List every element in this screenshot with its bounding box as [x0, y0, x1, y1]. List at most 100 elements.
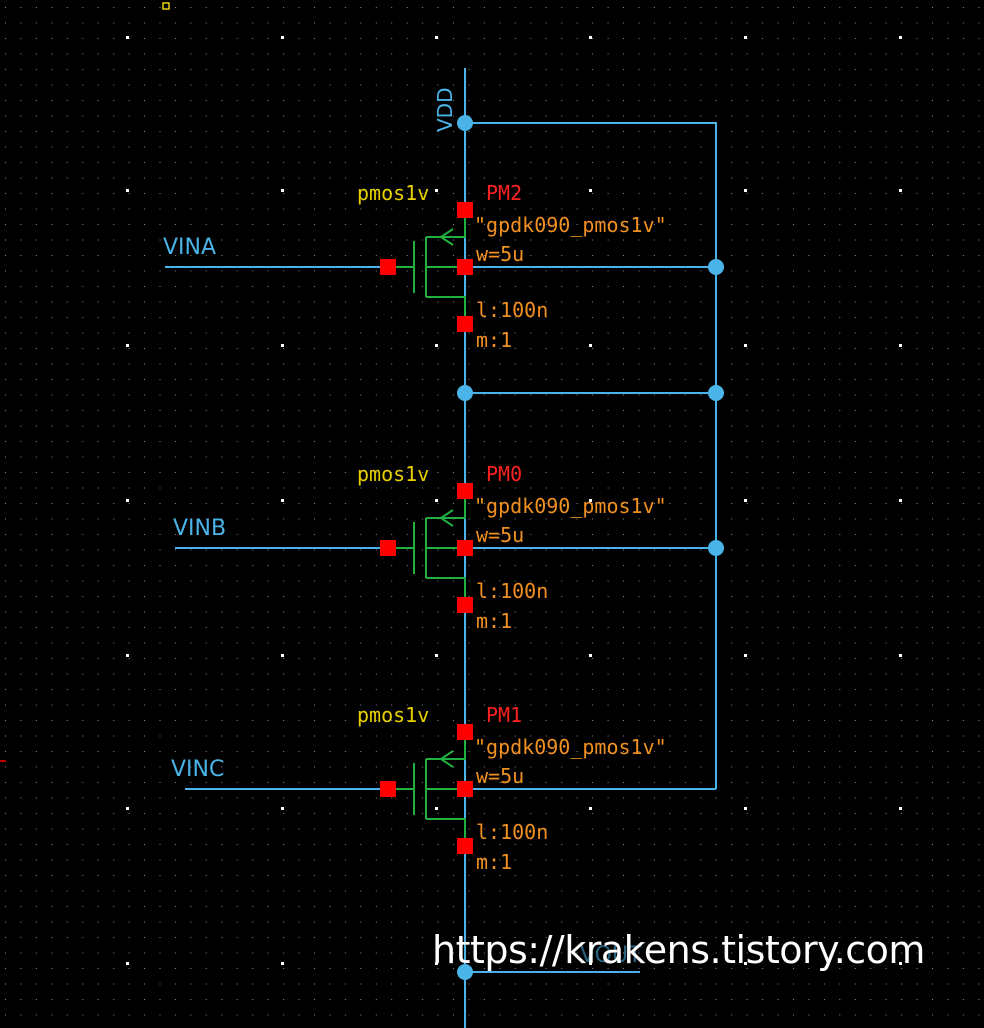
grid-major-dot [899, 807, 902, 810]
grid-major-dot [899, 36, 902, 39]
origin-marker [162, 2, 170, 10]
drain-lead [426, 818, 466, 846]
grid-major-dot [126, 344, 129, 347]
wires [165, 68, 717, 1028]
grid-major-dot [744, 36, 747, 39]
instance-name-label: PM0 [486, 462, 522, 486]
grid-major-dot [435, 962, 438, 965]
grid-major-dot [589, 962, 592, 965]
grid-major-dot [126, 189, 129, 192]
instance-name-label: PM2 [486, 181, 522, 205]
pmos-transistor: pmos1v PM0 "gpdk090_pmos1v" w=5u l:100n m:1 [357, 462, 667, 633]
grid-major-dot [435, 344, 438, 347]
mult-label: m:1 [476, 850, 512, 874]
junction-mid-right [708, 385, 724, 401]
drain-lead [426, 296, 466, 324]
net-label-vinb: VINB [173, 516, 226, 541]
grid-major-dot [126, 499, 129, 502]
grid-major-dot [435, 654, 438, 657]
source-arrow [439, 750, 454, 768]
length-label: l:100n [476, 579, 548, 603]
drain-pin [457, 316, 473, 332]
grid-major-dot [126, 807, 129, 810]
grid-major-dot [899, 962, 902, 965]
gate-pin [380, 781, 396, 797]
junctions [457, 115, 724, 980]
grid-major-dot [589, 654, 592, 657]
grid-dots [5, 7, 980, 1016]
drain-pin [457, 597, 473, 613]
mult-label: m:1 [476, 328, 512, 352]
grid-major-dot [744, 189, 747, 192]
length-label: l:100n [476, 298, 548, 322]
bulk-pin [457, 540, 473, 556]
grid-major-dot [899, 499, 902, 502]
junction-mid-left [457, 385, 473, 401]
junction-pm0-body [708, 540, 724, 556]
grid-major-dot [589, 344, 592, 347]
grid-major-dot [899, 654, 902, 657]
junction-vdd [457, 115, 473, 131]
drain-pin [457, 838, 473, 854]
grid-major-dot [126, 962, 129, 965]
grid-major-dot [281, 344, 284, 347]
net-label-vdd: VDD [433, 88, 457, 132]
net-label-vinc: VINC [171, 757, 224, 782]
cell-name-label: pmos1v [357, 181, 429, 205]
junction-vout [457, 964, 473, 980]
grid-major-dot [126, 654, 129, 657]
cell-name-label: pmos1v [357, 462, 429, 486]
gate-pin [380, 540, 396, 556]
model-label: "gpdk090_pmos1v" [474, 735, 667, 759]
grid-major-dot [589, 36, 592, 39]
source-pin [457, 202, 473, 218]
source-lead [426, 210, 466, 238]
source-pin [457, 483, 473, 499]
grid-major-dot [281, 499, 284, 502]
grid-major-dot [126, 36, 129, 39]
pmos-transistor: pmos1v PM1 "gpdk090_pmos1v" w=5u l:100n m:1 [357, 703, 667, 874]
instance-name-label: PM1 [486, 703, 522, 727]
model-label: "gpdk090_pmos1v" [474, 494, 667, 518]
width-label: w=5u [476, 242, 524, 266]
vdd-right-wire [465, 122, 717, 789]
grid-major-dot [435, 807, 438, 810]
drain-lead [426, 577, 466, 605]
bulk-pin [457, 259, 473, 275]
grid-major-dot [281, 189, 284, 192]
pmos-transistor: pmos1v PM2 "gpdk090_pmos1v" w=5u l:100n m:1 [357, 181, 667, 352]
grid-major-dot [744, 344, 747, 347]
length-label: l:100n [476, 820, 548, 844]
source-lead [426, 732, 466, 760]
grid-major-dot [744, 962, 747, 965]
gate-pin [380, 259, 396, 275]
grid-major-dot [435, 499, 438, 502]
grid-major-dot [281, 807, 284, 810]
source-lead [426, 491, 466, 519]
grid-major-dot [589, 499, 592, 502]
grid-major-dot [899, 344, 902, 347]
grid-major-dot [281, 36, 284, 39]
net-label-vina: VINA [163, 235, 216, 260]
grid-major-dot [589, 189, 592, 192]
grid-major-dot [281, 654, 284, 657]
mult-label: m:1 [476, 609, 512, 633]
grid-major-dot [435, 189, 438, 192]
net-label-vout: VOUT [580, 943, 642, 968]
model-label: "gpdk090_pmos1v" [474, 213, 667, 237]
grid-major-dot [744, 807, 747, 810]
grid-major-dot [589, 807, 592, 810]
source-pin [457, 724, 473, 740]
watermark-text: https://krakens.tistory.com [432, 928, 925, 972]
width-label: w=5u [476, 764, 524, 788]
width-label: w=5u [476, 523, 524, 547]
source-arrow [439, 228, 454, 246]
cell-name-label: pmos1v [357, 703, 429, 727]
grid-major-dot [744, 654, 747, 657]
grid-major-dot [744, 499, 747, 502]
junction-pm2-body [708, 259, 724, 275]
source-arrow [439, 509, 454, 527]
bulk-pin [457, 781, 473, 797]
